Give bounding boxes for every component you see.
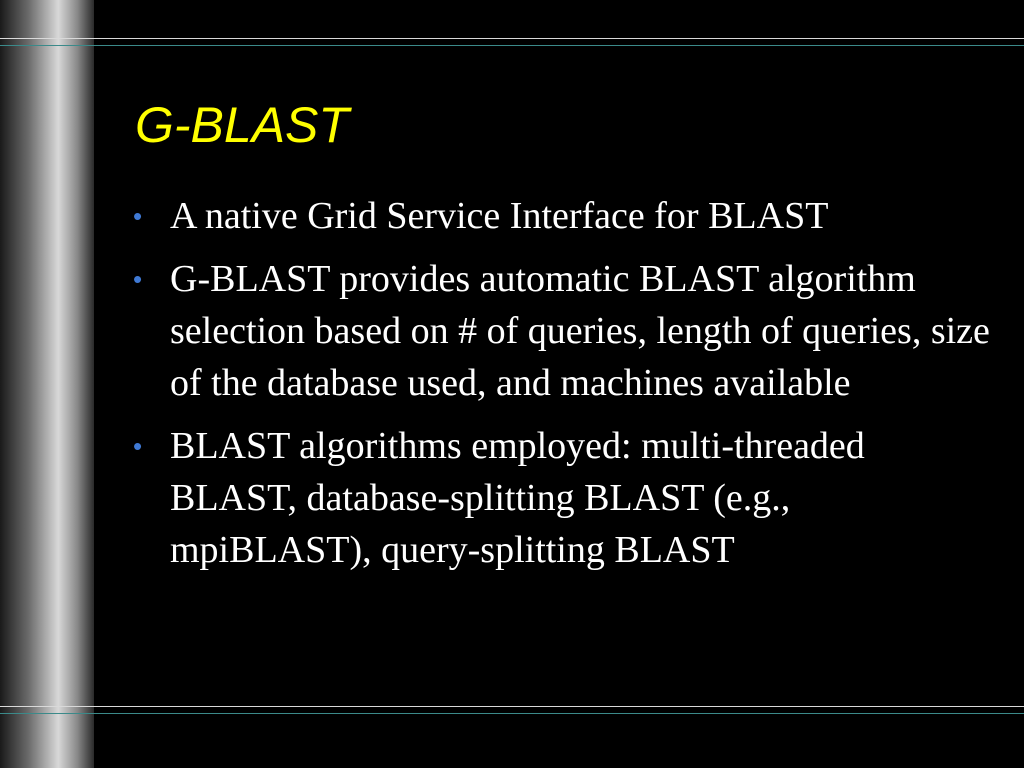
- top-rule-light: [0, 38, 1024, 39]
- bullet-item: • BLAST algorithms employed: multi-threa…: [130, 420, 1000, 576]
- bullet-text: G-BLAST provides automatic BLAST algorit…: [170, 258, 990, 404]
- decorative-side-gradient: [0, 0, 94, 768]
- bullet-dot-icon: •: [133, 264, 143, 294]
- slide-title: G-BLAST: [135, 97, 349, 153]
- bullet-dot-icon: •: [133, 431, 143, 461]
- bullet-text: BLAST algorithms employed: multi-threade…: [170, 425, 865, 571]
- bullet-item: • G-BLAST provides automatic BLAST algor…: [130, 253, 1000, 409]
- bottom-rule-light: [0, 706, 1024, 707]
- bottom-rule-teal: [0, 713, 1024, 714]
- bullet-item: • A native Grid Service Interface for BL…: [130, 190, 1000, 242]
- bullet-text: A native Grid Service Interface for BLAS…: [170, 195, 829, 237]
- bullet-list: • A native Grid Service Interface for BL…: [130, 190, 1000, 587]
- top-rule-teal: [0, 45, 1024, 46]
- bullet-dot-icon: •: [133, 201, 143, 231]
